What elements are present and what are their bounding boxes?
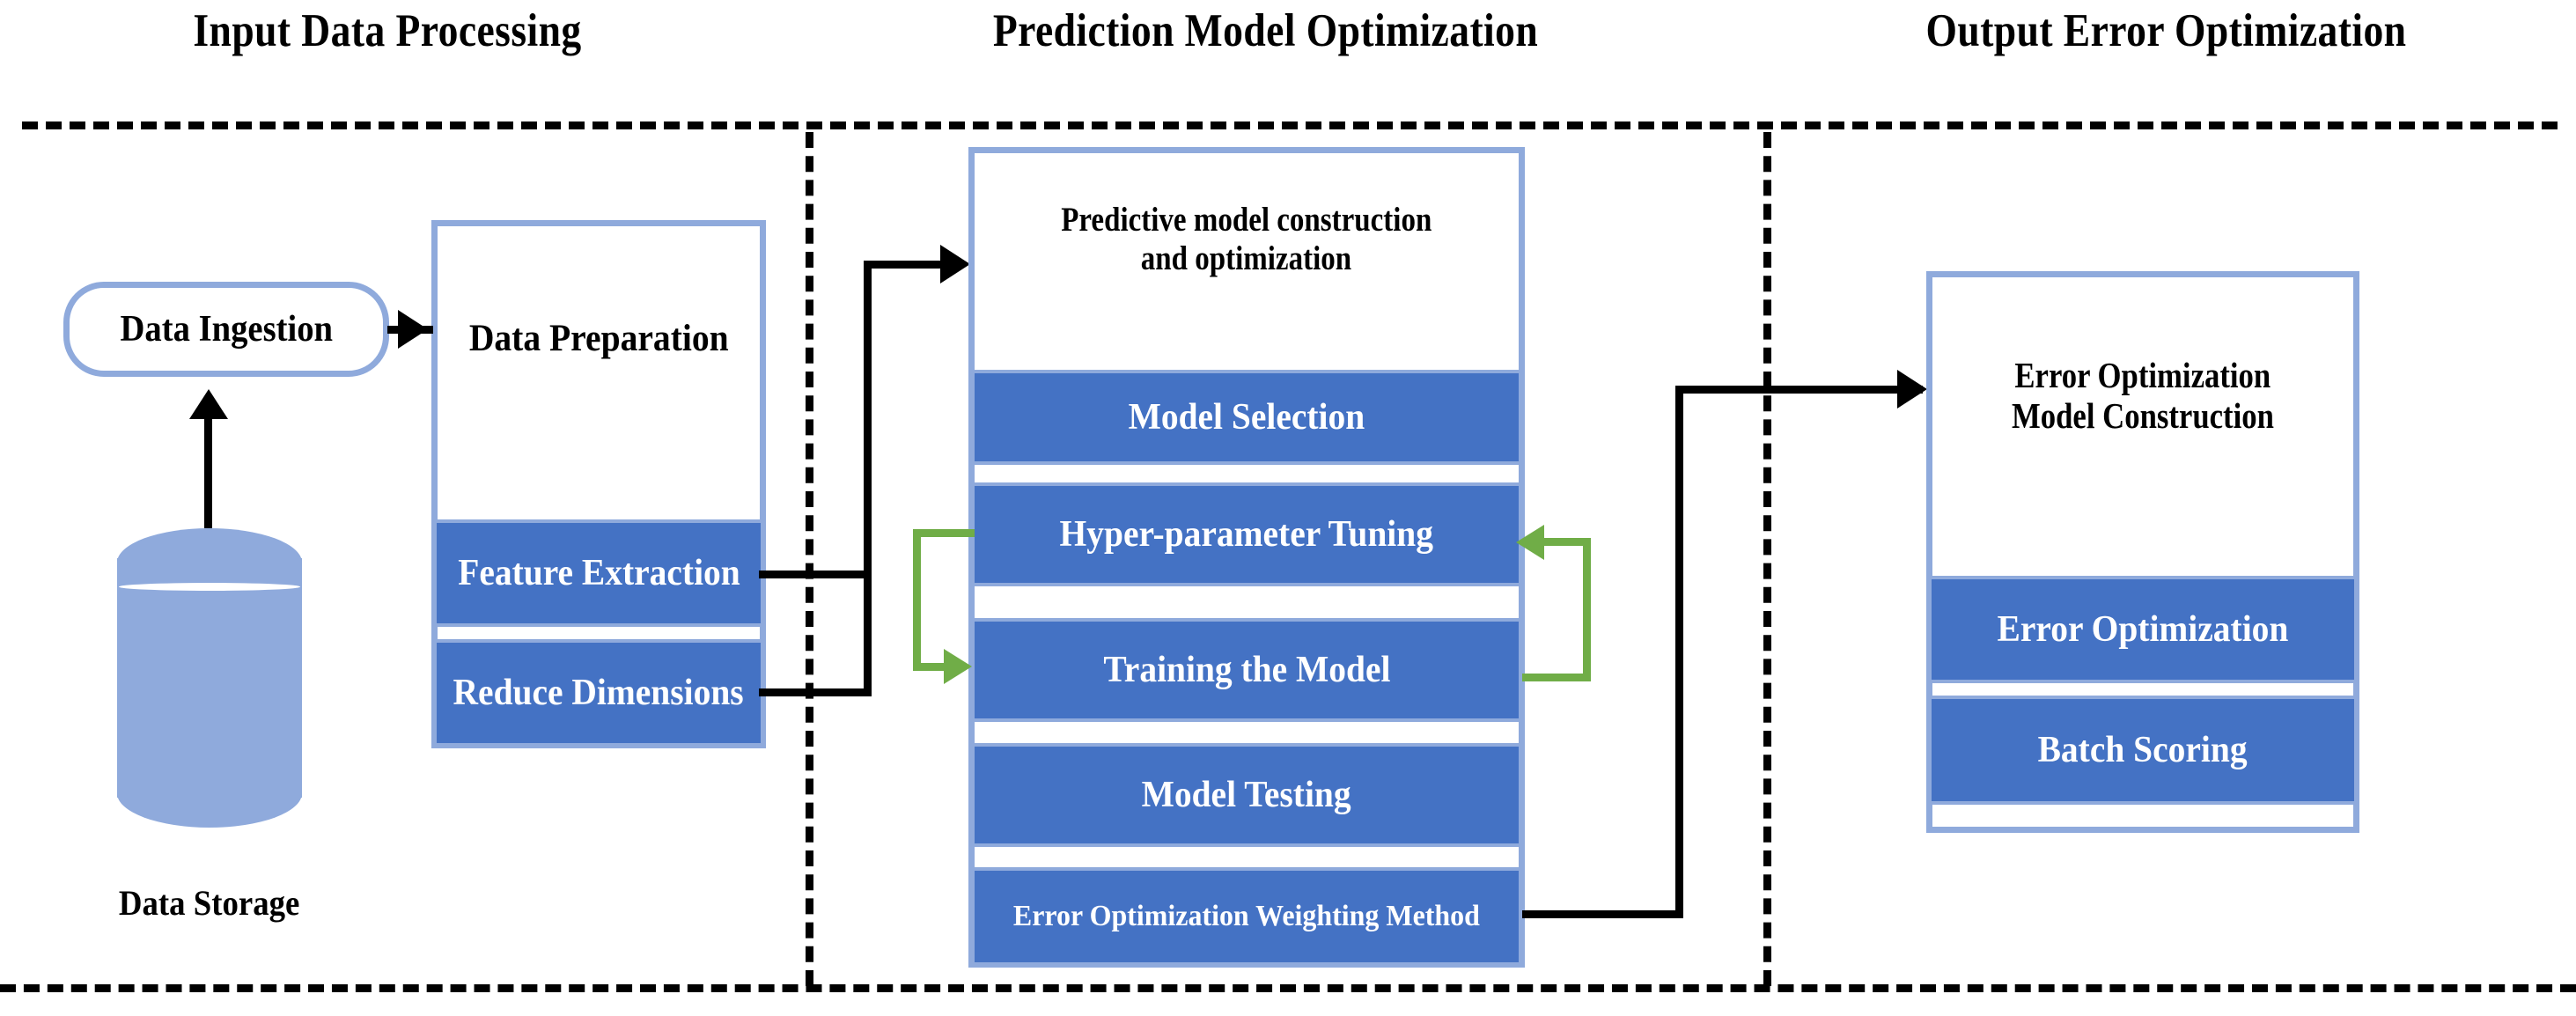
connector-merge-to-predictive-model bbox=[864, 261, 960, 269]
arrowhead-ingestion-to-data-preparation bbox=[398, 310, 428, 349]
connector-output-horizontal-top bbox=[1675, 386, 1923, 394]
connector-feature-extraction-stub bbox=[759, 571, 872, 578]
phase-title-input: Input Data Processing bbox=[193, 5, 582, 56]
cylinder-lip bbox=[119, 583, 300, 591]
divider-vertical-right bbox=[1763, 132, 1771, 986]
error-optimization-model-header: Error Optimization Model Construction bbox=[1926, 343, 2359, 449]
feedback-left-bottom bbox=[913, 663, 959, 671]
connector-weighting-to-output-horizontal bbox=[1522, 910, 1683, 918]
arrowhead-feedback-to-training bbox=[944, 649, 972, 684]
data-storage-cylinder bbox=[117, 528, 302, 828]
arrowhead-feedback-to-tuning bbox=[1516, 525, 1544, 560]
phase-title-output: Output Error Optimization bbox=[1925, 5, 2407, 56]
band-feature-extraction[interactable]: Feature Extraction bbox=[433, 519, 764, 627]
band-model-selection[interactable]: Model Selection bbox=[971, 370, 1522, 465]
band-hyper-parameter-tuning[interactable]: Hyper-parameter Tuning bbox=[971, 482, 1522, 586]
arrowhead-storage-to-ingestion bbox=[189, 389, 228, 419]
data-preparation-header: Data Preparation bbox=[468, 317, 729, 359]
connector-weighting-to-output-vertical bbox=[1675, 386, 1683, 918]
error-model-header-line2: Model Construction bbox=[2012, 395, 2274, 436]
feedback-right-top bbox=[1542, 538, 1591, 546]
predictive-model-header-line1: Predictive model construction bbox=[1061, 201, 1432, 239]
band-error-optimization[interactable]: Error Optimization bbox=[1928, 576, 2358, 683]
connector-merge-vertical bbox=[864, 261, 872, 696]
feedback-left-top bbox=[913, 529, 975, 537]
connector-storage-to-ingestion bbox=[204, 414, 212, 528]
band-error-optimization-weighting-method[interactable]: Error Optimization Weighting Method bbox=[971, 867, 1522, 966]
predictive-model-header-line2: and optimization bbox=[1141, 239, 1352, 277]
divider-bottom bbox=[0, 984, 2576, 992]
arrowhead-to-predictive-model bbox=[940, 245, 970, 283]
predictive-model-header: Predictive model construction and optimi… bbox=[968, 187, 1525, 292]
data-ingestion-node[interactable]: Data Ingestion bbox=[63, 282, 389, 377]
feedback-left-vertical bbox=[913, 529, 921, 671]
cylinder-body bbox=[117, 558, 302, 798]
band-model-testing[interactable]: Model Testing bbox=[971, 743, 1522, 847]
connector-reduce-dimensions-stub bbox=[759, 688, 872, 696]
divider-top bbox=[22, 121, 2558, 129]
band-batch-scoring[interactable]: Batch Scoring bbox=[1928, 696, 2358, 805]
phase-title-prediction: Prediction Model Optimization bbox=[992, 5, 1539, 56]
data-storage-caption: Data Storage bbox=[119, 883, 300, 923]
feedback-right-vertical bbox=[1583, 538, 1591, 681]
band-training-the-model[interactable]: Training the Model bbox=[971, 618, 1522, 722]
data-ingestion-label: Data Ingestion bbox=[120, 309, 333, 350]
divider-vertical-left bbox=[806, 132, 813, 986]
error-model-header-line1: Error Optimization bbox=[2014, 355, 2271, 396]
feedback-right-bottom bbox=[1522, 674, 1591, 681]
arrowhead-to-error-optimization-model bbox=[1897, 370, 1927, 409]
band-reduce-dimensions[interactable]: Reduce Dimensions bbox=[433, 639, 764, 747]
